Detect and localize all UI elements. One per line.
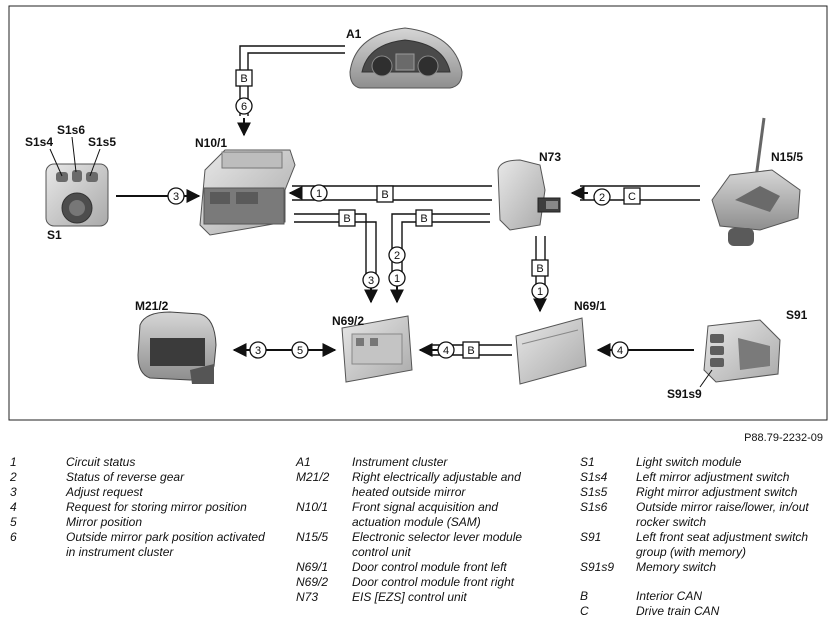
signal-marker: 2 <box>593 188 611 206</box>
bus-marker: B <box>376 185 394 203</box>
svg-text:1: 1 <box>537 286 543 298</box>
svg-text:6: 6 <box>241 101 247 113</box>
signal-marker: 3 <box>249 341 267 359</box>
system-diagram: 6 3 1 3 2 1 1 2 3 5 4 4 B B B B B C B A1… <box>8 5 828 421</box>
figure-code: P88.79-2232-09 <box>744 432 823 444</box>
component-labels: A1 N10/1 S1s4 S1s6 S1s5 S1 N73 N15/5 M21… <box>25 27 808 401</box>
selector-lever-module-n15-5-image <box>711 117 801 246</box>
label-m21-2: M21/2 <box>135 299 169 313</box>
signal-marker: 2 <box>388 246 406 264</box>
svg-text:5: 5 <box>297 345 303 357</box>
svg-text:B: B <box>343 213 350 225</box>
label-a1: A1 <box>346 27 362 41</box>
door-control-module-n69-2-image <box>341 315 413 383</box>
svg-text:B: B <box>381 189 388 201</box>
eis-control-unit-n73-image <box>497 159 561 231</box>
label-n73: N73 <box>539 150 561 164</box>
label-n69-1: N69/1 <box>574 299 606 313</box>
signal-marker: 6 <box>235 97 253 115</box>
bus-marker: B <box>415 209 433 227</box>
label-n15-5: N15/5 <box>771 150 803 164</box>
light-switch-module-s1-image <box>45 163 109 227</box>
svg-text:1: 1 <box>316 188 322 200</box>
signal-marker: 4 <box>437 341 455 359</box>
svg-text:4: 4 <box>443 345 449 357</box>
sam-module-n10-1-image <box>199 149 296 236</box>
svg-text:3: 3 <box>173 191 179 203</box>
label-s1s4: S1s4 <box>25 135 53 149</box>
signal-markers: 6 3 1 3 2 1 1 2 3 5 4 4 <box>167 97 629 359</box>
signal-marker: 5 <box>291 341 309 359</box>
signal-marker: 1 <box>310 184 328 202</box>
svg-text:3: 3 <box>368 275 374 287</box>
svg-text:B: B <box>536 263 543 275</box>
svg-text:4: 4 <box>617 345 623 357</box>
svg-text:2: 2 <box>394 250 400 262</box>
signal-marker: 4 <box>611 341 629 359</box>
svg-text:B: B <box>467 345 474 357</box>
signal-marker: 1 <box>531 282 549 300</box>
svg-text:C: C <box>628 191 636 203</box>
svg-text:2: 2 <box>599 192 605 204</box>
instrument-cluster-a1-image <box>349 27 463 89</box>
label-n69-2: N69/2 <box>332 314 364 328</box>
svg-text:B: B <box>420 213 427 225</box>
signal-marker: 3 <box>362 271 380 289</box>
svg-text:1: 1 <box>394 273 400 285</box>
label-n10-1: N10/1 <box>195 136 227 150</box>
door-control-module-n69-1-image <box>515 317 587 385</box>
signal-marker: 1 <box>388 269 406 287</box>
signal-marker: 3 <box>167 187 185 205</box>
svg-text:B: B <box>240 73 247 85</box>
label-s1s6: S1s6 <box>57 123 85 137</box>
bus-marker: C <box>623 187 641 205</box>
bus-markers: B B B B B C B <box>235 69 641 359</box>
label-s1: S1 <box>47 228 62 242</box>
label-s91: S91 <box>786 308 808 322</box>
bus-marker: B <box>235 69 253 87</box>
bus-marker: B <box>338 209 356 227</box>
label-s91s9: S91s9 <box>667 387 702 401</box>
label-s1s5: S1s5 <box>88 135 116 149</box>
bus-marker: B <box>531 259 549 277</box>
bus-marker: B <box>462 341 480 359</box>
label-leaders <box>49 136 713 388</box>
outside-mirror-m21-2-image <box>137 311 217 384</box>
seat-switch-group-s91-image <box>703 319 781 383</box>
svg-text:3: 3 <box>255 345 261 357</box>
